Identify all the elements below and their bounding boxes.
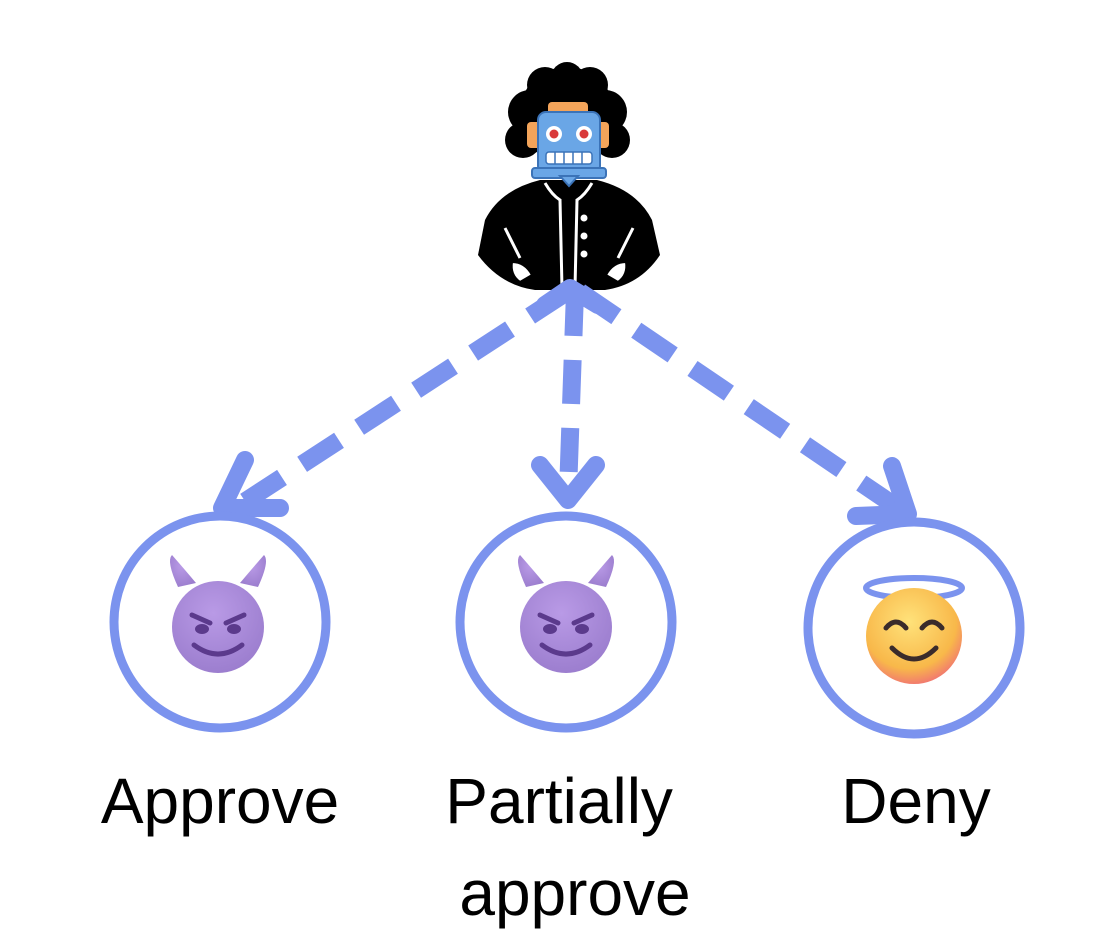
outcome-label: Approve — [101, 765, 339, 837]
arrows-group — [213, 279, 917, 525]
arrow-approve — [213, 284, 572, 517]
arrow-partial — [531, 291, 605, 509]
outcome-label-line: approve — [459, 857, 690, 929]
outcome-approve: Approve — [101, 511, 339, 837]
smiling-devil-icon — [518, 555, 614, 673]
outcome-label-line: Partially — [445, 765, 673, 837]
outcome-deny: Deny — [803, 517, 1025, 837]
smiling-devil-icon — [170, 555, 266, 673]
outcome-label: Partially approve — [445, 765, 690, 929]
robot-judge-icon — [478, 62, 660, 290]
outcome-label: Deny — [841, 765, 990, 837]
outcome-label-line: Approve — [101, 765, 339, 837]
outcome-label-line: Deny — [841, 765, 990, 837]
smiling-angel-icon — [863, 575, 965, 684]
outcome-partial: Partially approve — [445, 511, 691, 929]
arrow-deny — [574, 284, 917, 525]
